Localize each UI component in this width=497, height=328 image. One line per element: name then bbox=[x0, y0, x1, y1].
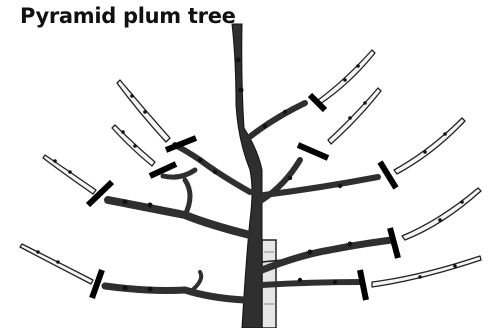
branch-lowest-left-up bbox=[190, 272, 201, 292]
cut-mark-2 bbox=[298, 145, 328, 158]
shoot-left-3 bbox=[43, 155, 96, 194]
branch-upper-right bbox=[246, 103, 305, 140]
cut-mark-8 bbox=[92, 270, 102, 298]
shoot-top-left bbox=[117, 80, 170, 142]
cut-mark-9 bbox=[360, 270, 366, 300]
branch-lowest-right bbox=[262, 282, 362, 285]
shoot-right-2 bbox=[328, 88, 381, 144]
shoot-left-4 bbox=[20, 244, 93, 284]
branch-mid-left-up bbox=[185, 180, 190, 215]
shoot-right-4 bbox=[402, 188, 481, 240]
branch-mid-left bbox=[108, 200, 250, 235]
cut-mark-7 bbox=[390, 228, 398, 258]
shoot-top-right bbox=[318, 50, 375, 104]
cut-mark-6 bbox=[380, 162, 396, 188]
central-leader bbox=[232, 24, 262, 328]
shoot-right-3 bbox=[394, 118, 465, 174]
branch-lower-right bbox=[262, 240, 392, 270]
shoot-right-5 bbox=[372, 256, 481, 287]
